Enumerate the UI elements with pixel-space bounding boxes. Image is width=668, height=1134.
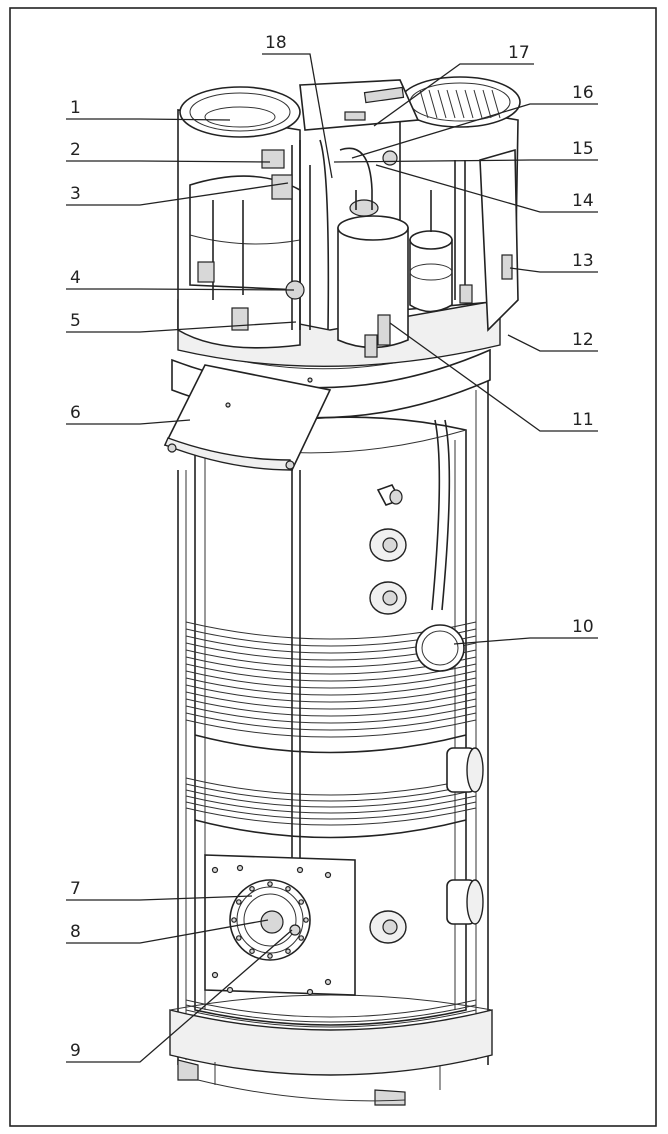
plate-hole bbox=[324, 871, 332, 879]
side-connection-upper bbox=[446, 747, 484, 793]
callout-7: 7 bbox=[70, 879, 81, 899]
flange-bolt bbox=[298, 935, 305, 941]
plate-hole bbox=[296, 866, 304, 874]
leader-7 bbox=[66, 895, 253, 901]
coil-winding bbox=[185, 670, 477, 689]
plate-hole bbox=[236, 864, 244, 872]
flange-bolt bbox=[285, 885, 291, 892]
callout-15: 15 bbox=[572, 139, 594, 159]
grill-slat bbox=[455, 89, 465, 119]
callout-5: 5 bbox=[70, 311, 81, 331]
grill-slat bbox=[419, 89, 429, 119]
coil-winding bbox=[185, 783, 477, 802]
anode-flange bbox=[415, 624, 465, 672]
vertical-pipes bbox=[291, 419, 451, 875]
grill-slat bbox=[446, 89, 456, 119]
callout-2: 2 bbox=[70, 140, 81, 160]
upper-pipe-stub bbox=[376, 484, 403, 506]
coil-winding bbox=[185, 691, 477, 710]
callout-17: 17 bbox=[508, 43, 530, 63]
leader-16 bbox=[351, 103, 598, 159]
callout-9: 9 bbox=[70, 1041, 81, 1061]
flange-bolt bbox=[267, 881, 273, 887]
grill-slat bbox=[428, 89, 438, 119]
side-connection-lower bbox=[446, 879, 484, 925]
plate-hole bbox=[211, 866, 219, 874]
leader-lines bbox=[66, 53, 598, 1063]
leader-8 bbox=[66, 919, 269, 944]
callout-18: 18 bbox=[265, 33, 287, 53]
coil-winding bbox=[185, 795, 477, 814]
leader-6 bbox=[66, 419, 191, 425]
callout-labels: 1 2 3 4 5 6 7 8 9 10 11 12 13 14 15 16 1… bbox=[70, 33, 594, 1061]
control-panel bbox=[163, 364, 332, 471]
coil-winding bbox=[185, 1004, 477, 1023]
flange-bolt bbox=[249, 948, 255, 955]
leader-15 bbox=[333, 159, 598, 163]
callout-8: 8 bbox=[70, 922, 81, 942]
flange-bolt bbox=[236, 899, 242, 905]
leader-17 bbox=[373, 63, 534, 127]
callout-13: 13 bbox=[572, 251, 594, 271]
coil-winding bbox=[185, 999, 477, 1018]
plate-hole bbox=[226, 986, 234, 994]
flange-bolt bbox=[303, 917, 309, 923]
grill-slat bbox=[437, 89, 447, 119]
sensor-port-3 bbox=[369, 910, 407, 944]
flange-bolt bbox=[267, 953, 273, 959]
coil-winding bbox=[185, 777, 477, 796]
coil-winding bbox=[185, 684, 477, 703]
callout-14: 14 bbox=[572, 191, 594, 211]
coil-winding bbox=[185, 1009, 477, 1028]
callout-1: 1 bbox=[70, 98, 81, 118]
leader-12 bbox=[507, 334, 598, 352]
tank-body bbox=[169, 380, 493, 1106]
callout-3: 3 bbox=[70, 184, 81, 204]
plate-hole bbox=[211, 971, 219, 979]
leader-14 bbox=[375, 164, 598, 213]
leader-9 bbox=[66, 929, 293, 1063]
leader-10 bbox=[453, 637, 598, 645]
grill-slat bbox=[464, 89, 474, 119]
callout-11: 11 bbox=[572, 410, 594, 430]
coil-winding bbox=[185, 698, 477, 717]
flange-bolt bbox=[236, 935, 242, 941]
coil-winding bbox=[185, 789, 477, 808]
callout-4: 4 bbox=[70, 268, 81, 288]
sensor-port-1 bbox=[369, 528, 407, 562]
callout-12: 12 bbox=[572, 330, 594, 350]
coil-upper bbox=[185, 621, 477, 738]
callout-16: 16 bbox=[572, 83, 594, 103]
leader-4 bbox=[66, 288, 295, 291]
leader-5 bbox=[66, 321, 297, 333]
sensor-port-2 bbox=[369, 581, 407, 615]
leader-11 bbox=[389, 322, 598, 432]
grill-slat bbox=[482, 89, 492, 119]
coil-middle bbox=[185, 777, 477, 826]
inspection-plate bbox=[204, 854, 356, 996]
leader-2 bbox=[66, 160, 271, 163]
coil-winding bbox=[185, 677, 477, 696]
flange-bolt bbox=[285, 948, 291, 955]
grill-slat bbox=[473, 89, 483, 119]
flange-bolt bbox=[231, 917, 237, 923]
plate-hole bbox=[324, 978, 332, 986]
flange-bolt bbox=[298, 899, 305, 905]
callout-10: 10 bbox=[572, 617, 594, 637]
coil-winding bbox=[185, 719, 477, 738]
leader-1 bbox=[66, 118, 231, 121]
leader-13 bbox=[509, 267, 598, 273]
coil-winding bbox=[185, 801, 477, 820]
coil-winding bbox=[185, 712, 477, 731]
callout-6: 6 bbox=[70, 403, 81, 423]
tank-fittings bbox=[369, 484, 484, 944]
coil-winding bbox=[185, 705, 477, 724]
coil-winding bbox=[185, 807, 477, 826]
flange-bolt bbox=[249, 885, 255, 892]
leader-18 bbox=[262, 53, 333, 179]
coil-lower bbox=[185, 999, 477, 1028]
plate-hole bbox=[306, 988, 314, 996]
leader-3 bbox=[66, 182, 289, 206]
